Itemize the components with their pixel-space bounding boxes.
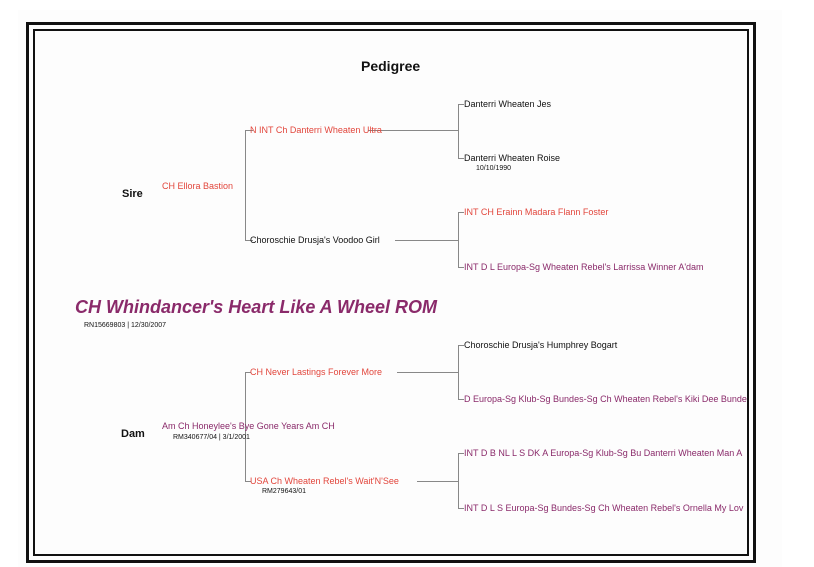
dog-registration: RN15669803 | 12/30/2007 <box>84 322 166 329</box>
bracket <box>458 212 459 267</box>
connector <box>397 372 458 373</box>
connector <box>458 212 464 213</box>
connector <box>245 481 251 482</box>
sire-sire-sire-name: Danterri Wheaten Jes <box>464 99 552 109</box>
dam-name: Am Ch Honeylee's Bye Gone Years Am CH <box>162 421 335 431</box>
dam-registration: RM340677/04 | 3/1/2001 <box>173 434 250 441</box>
dam-sire-dam-name: D Europa-Sg Klub-Sg Bundes-Sg Ch Wheaten… <box>464 394 747 404</box>
sire-dam-dam-name: INT D L Europa-Sg Wheaten Rebel's Larris… <box>464 262 704 272</box>
sire-name: CH Ellora Bastion <box>162 181 234 191</box>
sire-label: Sire <box>122 188 143 200</box>
connector <box>458 345 464 346</box>
connector <box>458 158 464 159</box>
connector <box>368 130 458 131</box>
outer-border <box>26 22 756 563</box>
dam-dam-sire-name: INT D B NL L S DK A Europa-Sg Klub-Sg Bu… <box>464 448 743 458</box>
page-title: Pedigree <box>361 58 421 74</box>
sire-dam-name: Choroschie Drusja's Voodoo Girl <box>250 235 380 245</box>
dam-sire-sire-name: Choroschie Drusja's Humphrey Bogart <box>464 340 618 350</box>
sire-sire-dam-name: Danterri Wheaten Roise <box>464 153 561 163</box>
connector <box>458 399 464 400</box>
dam-dam-dam-name: INT D L S Europa-Sg Bundes-Sg Ch Wheaten… <box>464 503 744 513</box>
dam-label: Dam <box>121 428 145 440</box>
inner-border <box>33 29 749 556</box>
bracket <box>458 453 459 508</box>
sire-sire-dam-reg: 10/10/1990 <box>476 165 512 172</box>
connector <box>395 240 458 241</box>
document-page <box>18 10 782 567</box>
dam-bracket <box>245 372 246 482</box>
dam-dam-reg: RM279643/01 <box>262 488 306 495</box>
sire-dam-sire-name: INT CH Erainn Madara Flann Foster <box>464 207 609 217</box>
connector <box>458 267 464 268</box>
connector <box>458 453 464 454</box>
connector <box>245 130 253 131</box>
dam-dam-name: USA Ch Wheaten Rebel's Wait'N'See <box>250 476 399 486</box>
dog-name: CH Whindancer's Heart Like A Wheel ROM <box>75 297 438 317</box>
connector <box>458 508 464 509</box>
connector <box>245 372 251 373</box>
connector <box>245 240 253 241</box>
sire-sire-name: N INT Ch Danterri Wheaten Ultra <box>250 125 382 135</box>
connector <box>417 481 458 482</box>
bracket <box>458 345 459 399</box>
connector <box>458 104 464 105</box>
sire-bracket <box>245 130 246 240</box>
bracket <box>458 104 459 158</box>
dam-sire-name: CH Never Lastings Forever More <box>250 367 383 377</box>
